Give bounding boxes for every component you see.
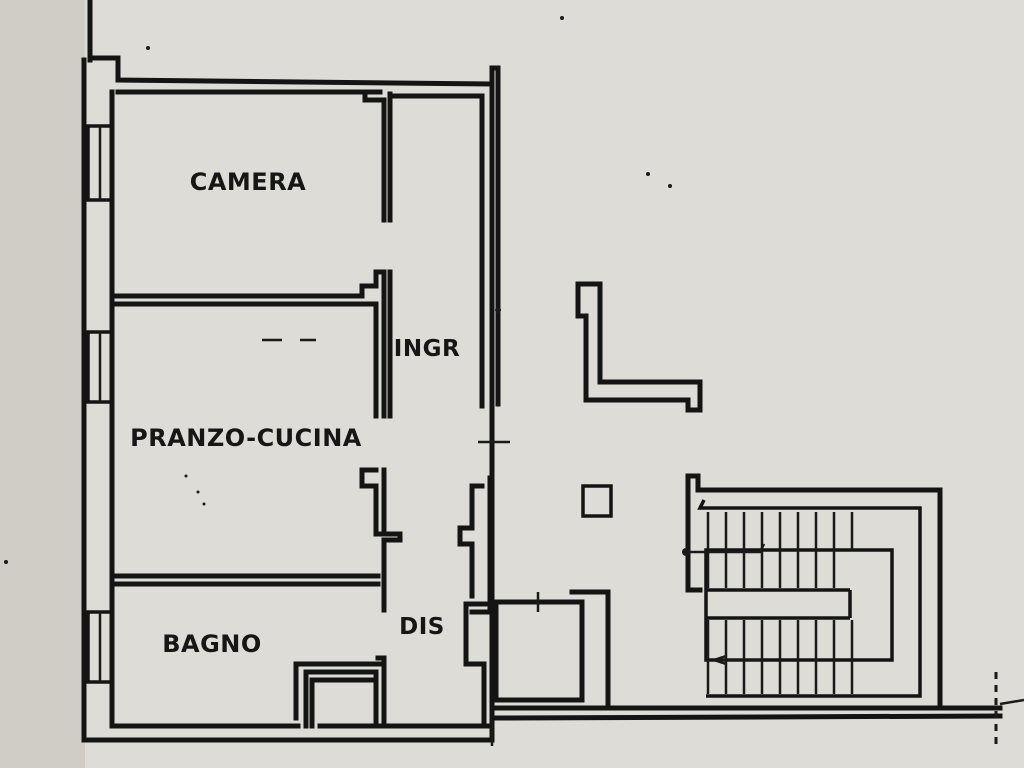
room-label-bagno: BAGNO — [162, 630, 262, 658]
room-label-pranzo-cucina: PRANZO-CUCINA — [130, 424, 362, 452]
stairwell — [685, 473, 943, 711]
window-camera — [86, 124, 114, 202]
scan-margin — [0, 0, 85, 768]
scan-specks — [4, 16, 672, 564]
room-label-ingresso: INGR — [394, 336, 460, 362]
room-label-disimpegno: DIS — [399, 614, 445, 640]
stair-treads-upper — [682, 512, 854, 588]
landing-walls — [490, 281, 1003, 746]
room-label-camera: CAMERA — [190, 168, 307, 196]
property-boundary — [994, 672, 1024, 744]
stair-treads-lower — [706, 620, 854, 694]
window-bagno — [86, 610, 114, 684]
window-pranzo-cucina — [86, 330, 114, 404]
interior-walls — [113, 89, 510, 729]
